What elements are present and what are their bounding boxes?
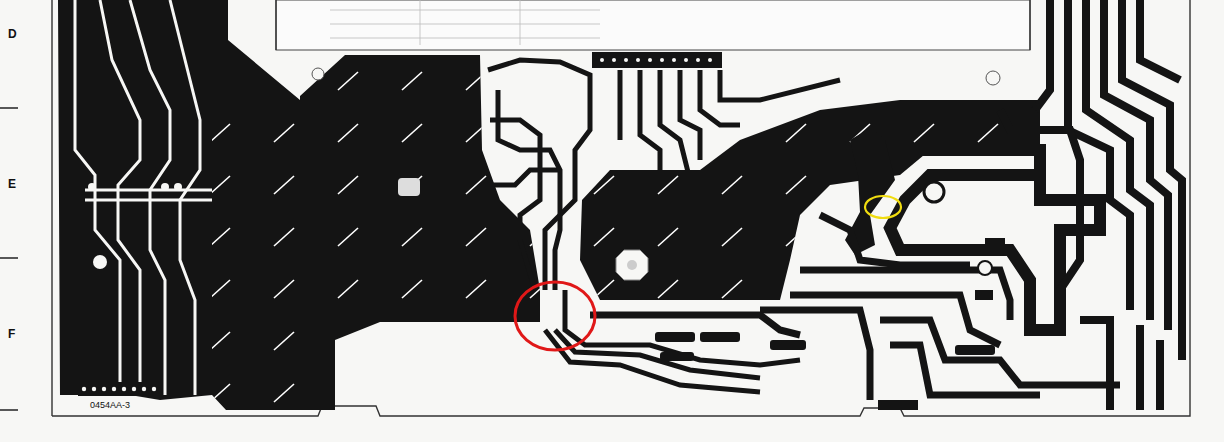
trace xyxy=(490,120,540,290)
hatch-marks xyxy=(212,55,540,410)
pad xyxy=(878,400,918,410)
pad xyxy=(152,387,156,391)
pad xyxy=(102,387,106,391)
trace xyxy=(890,345,1040,395)
grid-tick xyxy=(0,409,18,411)
trace xyxy=(1000,110,1080,320)
trace xyxy=(890,150,1100,330)
grid-letter: E xyxy=(8,178,16,190)
pad xyxy=(985,238,1005,246)
pad xyxy=(112,387,116,391)
highlight-circle xyxy=(515,282,595,350)
table-line xyxy=(420,0,421,45)
traces xyxy=(1000,0,1182,410)
trace-gap xyxy=(85,190,230,200)
pad xyxy=(92,387,96,391)
table-line xyxy=(520,0,521,45)
pad xyxy=(636,58,640,62)
trace-gaps xyxy=(75,0,230,395)
table-line xyxy=(330,24,600,25)
mount-hole xyxy=(924,182,944,202)
traces xyxy=(590,215,1120,400)
pad xyxy=(700,332,740,342)
grid-ticks xyxy=(0,108,18,410)
pad xyxy=(955,345,995,355)
pad xyxy=(660,352,694,361)
trace xyxy=(488,170,560,185)
pad xyxy=(161,183,169,191)
pad xyxy=(612,58,616,62)
grid-tick xyxy=(0,107,18,109)
trace xyxy=(590,315,800,335)
pad xyxy=(648,58,652,62)
highlight-ellipse xyxy=(865,196,901,218)
table-line xyxy=(330,10,600,11)
mount-hole xyxy=(312,68,324,80)
pad xyxy=(975,290,993,300)
mount-hole xyxy=(627,260,637,270)
parts-table-lines xyxy=(330,0,600,45)
pad xyxy=(660,58,664,62)
pad xyxy=(672,58,676,62)
header-connector xyxy=(592,52,722,68)
pad xyxy=(624,58,628,62)
trace xyxy=(488,60,590,290)
board-number: 0454AA-3 xyxy=(90,401,130,410)
pad xyxy=(142,387,146,391)
trace xyxy=(1035,0,1050,110)
grid-letter: F xyxy=(8,328,15,340)
mount-hole xyxy=(398,178,420,196)
pad xyxy=(696,58,700,62)
pad xyxy=(174,183,182,191)
pad xyxy=(684,58,688,62)
pad xyxy=(132,387,136,391)
pad xyxy=(93,255,107,269)
trace xyxy=(820,215,970,265)
header-pins xyxy=(600,58,712,62)
trace-gap xyxy=(170,0,200,395)
pad xyxy=(770,340,806,350)
grid-letter: D xyxy=(8,28,17,40)
trace-gap xyxy=(100,0,140,395)
grid-tick xyxy=(0,257,18,259)
trace xyxy=(880,320,1120,385)
pad xyxy=(978,261,992,275)
trace xyxy=(1122,0,1182,360)
pad xyxy=(82,387,86,391)
pad xyxy=(122,387,126,391)
copper-pour xyxy=(212,55,540,410)
connector xyxy=(78,382,160,396)
pad xyxy=(708,58,712,62)
board-cutout xyxy=(276,0,1030,50)
trace xyxy=(545,330,760,392)
pad xyxy=(655,332,695,342)
trace xyxy=(1140,0,1180,80)
trace xyxy=(1080,320,1160,410)
trace-gap xyxy=(130,0,170,395)
mount-hole xyxy=(616,250,648,280)
pad xyxy=(88,183,96,191)
pad xyxy=(600,58,604,62)
mount-hole xyxy=(986,71,1000,85)
table-line xyxy=(330,38,600,39)
component-pads xyxy=(655,238,1005,410)
board-outline xyxy=(52,0,1190,416)
